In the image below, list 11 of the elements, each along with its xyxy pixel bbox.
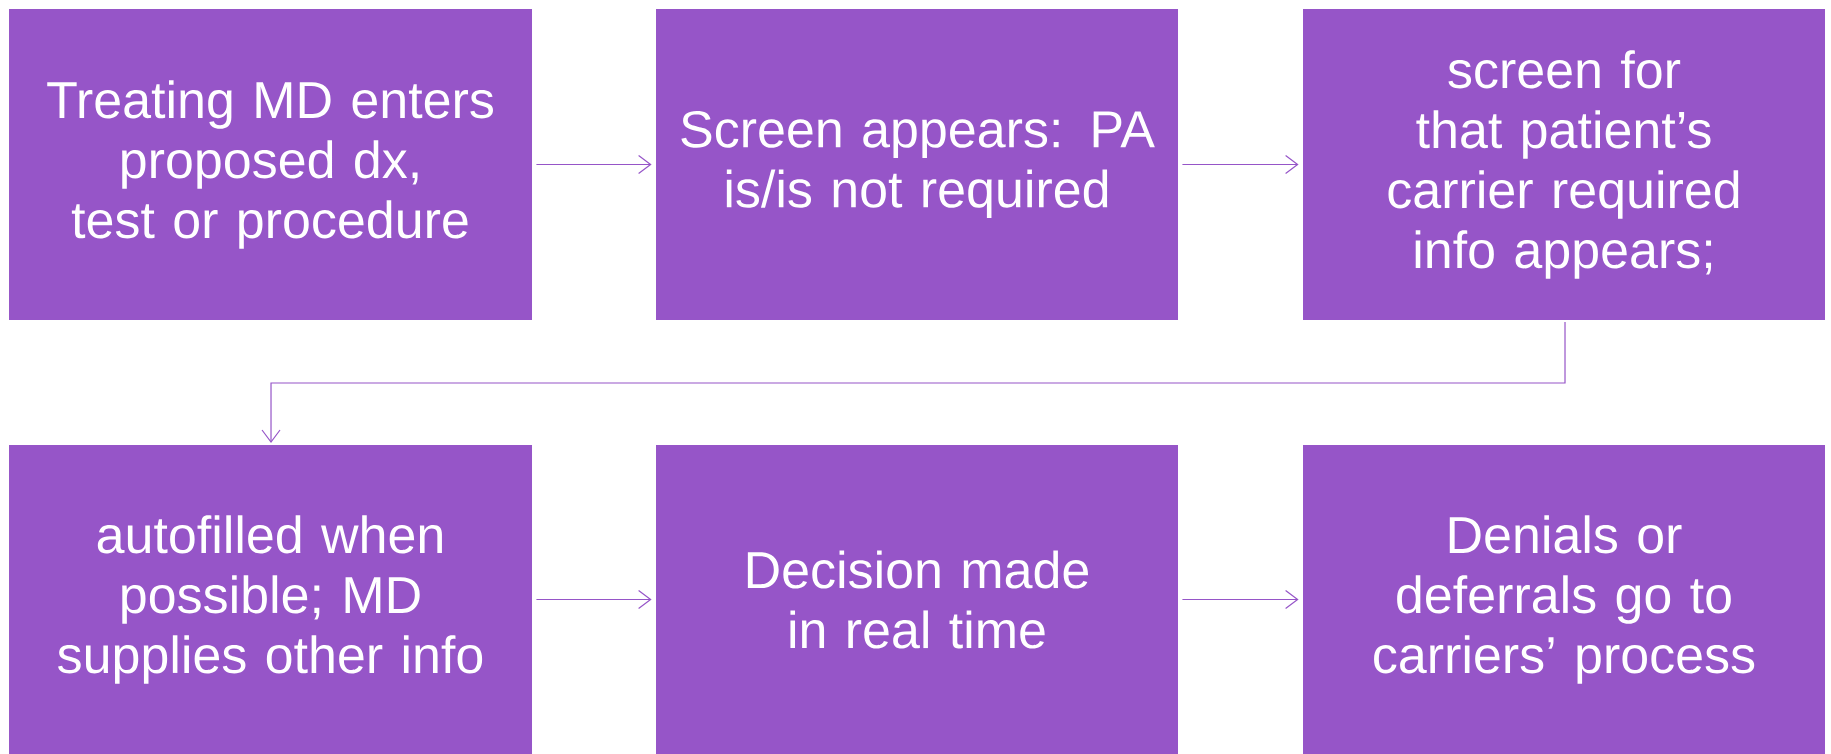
arrow xyxy=(535,589,652,610)
arrow xyxy=(261,321,1566,443)
process-box: Treating MD enters proposed dx, test or procedure xyxy=(9,9,532,320)
arrow xyxy=(1181,154,1299,175)
process-box: Denials or deferrals go to carriers’ process xyxy=(1303,445,1825,754)
process-box: screen for that patient’s carrier required info appears; xyxy=(1303,9,1825,320)
process-box: Screen appears: PA is/is not required xyxy=(656,9,1178,320)
arrow xyxy=(535,154,652,175)
process-box: autofilled when possible; MD supplies other info xyxy=(9,445,532,754)
process-box: Decision made in real time xyxy=(656,445,1178,754)
arrow xyxy=(1181,589,1299,610)
